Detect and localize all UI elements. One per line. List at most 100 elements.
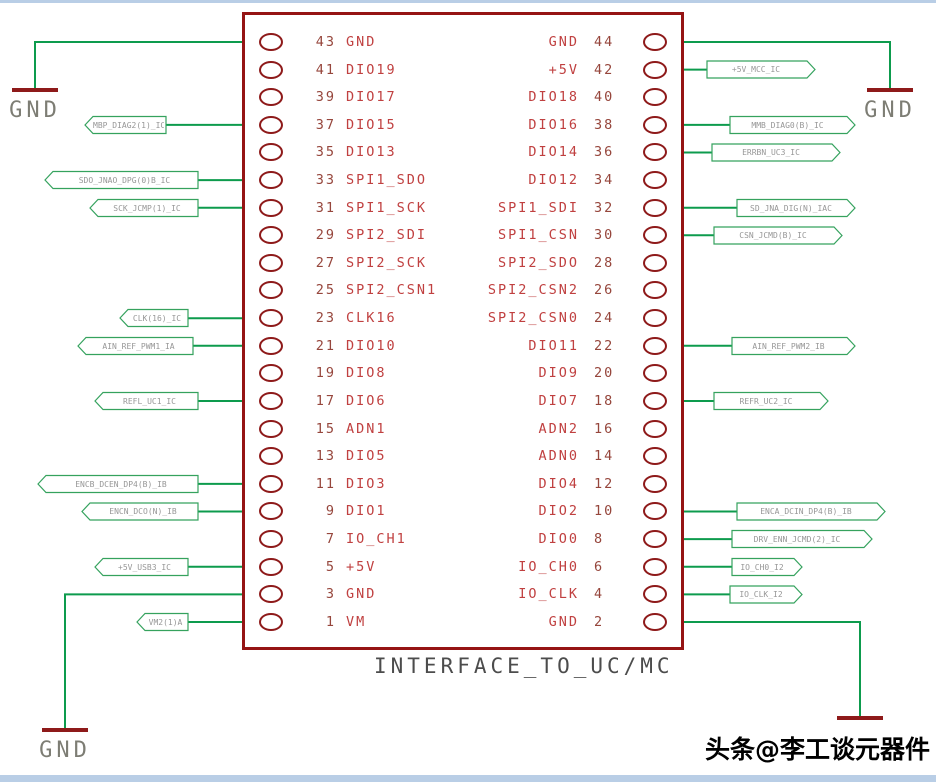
net-flag-shape [729,115,856,135]
net-label-wires-left [166,123,242,623]
net-flag-shape [81,502,199,521]
pin-row: 25 SPI2_CSN1 SPI2_CSN2 26 [242,277,684,305]
net-label: ENCB_DCEN_DP4(B)_IB [75,479,167,489]
pin-number: 9 [325,503,336,520]
pin-row: 29 SPI2_SDI SPI1_CSN 30 [242,221,684,249]
net-flag-shape [37,474,199,494]
pin-label: DIO1 [346,503,387,520]
pin-row: 39 DIO17 DIO18 40 [242,83,684,111]
pin-number: 2 [594,613,605,630]
gnd-label: GND [864,98,916,123]
pin-label: DIO2 [538,503,579,520]
pin-row: 35 DIO13 DIO14 36 [242,139,684,167]
pin-row: 11 DIO3 DIO4 12 [242,470,684,498]
pin-number: 33 [315,172,336,189]
pin-circle [259,60,283,79]
pin-label: DIO16 [528,116,579,133]
pin-number: 15 [315,420,336,437]
net-flag-shape [713,391,829,411]
net-label: MMB_DIAG0(B)_IC [751,120,824,130]
pin-circle [259,419,283,438]
pin-number: 36 [594,144,615,161]
pin-row: 1 VM GND 2 [242,608,684,636]
pin-number: 26 [594,282,615,299]
net-label: +5V_MCC_IC [731,65,781,74]
pin-label: +5V [346,558,377,575]
pin-row: 9 DIO1 DIO2 10 [242,498,684,526]
pin-number: 1 [325,613,336,630]
net-flag-shape [731,557,803,577]
pin-number: 24 [594,310,615,327]
pin-circle [643,336,667,355]
pin-circle [643,32,667,51]
pin-number: 28 [594,254,615,271]
pin-circle [259,281,283,300]
pin-label: SPI2_CSN0 [487,310,579,327]
pin-number: 27 [315,254,336,271]
pin-row: 37 DIO15 DIO16 38 [242,111,684,139]
pin-label: DIO5 [346,448,387,465]
net-flag-shape [94,557,189,577]
net-label: ENCN_DCO(N)_IB [109,507,177,516]
pin-circle [259,612,283,631]
pin-label: DIO6 [346,392,387,409]
net-label: AIN_REF_PWM2_IB [752,341,825,351]
pin-number: 42 [594,61,615,78]
pin-number: 17 [315,392,336,409]
gnd-label: GND [39,738,91,763]
pin-circle [259,585,283,604]
pin-number: 8 [594,530,605,547]
pin-circle [259,474,283,493]
pin-label: DIO12 [528,172,579,189]
pin-circle [259,364,283,383]
pin-circle [643,143,667,162]
net-label: ERRBN_UC3_IC [742,148,800,157]
component-outline [242,12,684,650]
pin-number: 22 [594,337,615,354]
net-flag-shape [89,198,199,218]
pin-number: 29 [315,227,336,244]
pin-label: DIO8 [346,365,387,382]
pin-number: 31 [315,199,336,216]
pin-circle [643,171,667,190]
net-flag-shape [713,226,843,245]
pin-number: 43 [315,33,336,50]
net-label-flags-left [37,115,199,632]
pin-circle [259,143,283,162]
pin-circle [643,612,667,631]
pin-label: GND [548,613,579,630]
pin-circle [643,309,667,328]
pin-label: GND [548,33,579,50]
pin-label: IO_CLK [518,586,579,603]
pin-number: 3 [325,586,336,603]
pin-number: 23 [315,310,336,327]
pin-circle [259,226,283,245]
pin-circle [643,474,667,493]
net-label: +5V_USB3_IC [118,562,171,572]
pin-circle [259,198,283,217]
pin-circle [259,336,283,355]
pin-row: 43 GND GND 44 [242,28,684,56]
pin-number: 4 [594,586,605,603]
pin-circle [643,391,667,410]
pin-label: CLK16 [346,310,397,327]
gnd-label: GND [9,98,61,123]
pin-circle [259,557,283,576]
pin-label: DIO18 [528,89,579,106]
pin-circle [643,419,667,438]
pin-number: 7 [325,530,336,547]
pin-row: 27 SPI2_SCK SPI2_SDO 28 [242,249,684,277]
pin-circle [643,60,667,79]
pin-label: SPI2_CSN1 [346,282,438,299]
pin-label: IO_CH1 [346,530,407,547]
net-label-flags-right [706,60,886,604]
net-flag-shape [44,170,199,190]
pin-circle [643,115,667,134]
pin-circle [259,88,283,107]
net-label: SD_JNA_DIG(N)_IAC [750,203,832,213]
net-flag-shape [729,585,803,604]
pin-label: DIO11 [528,337,579,354]
pin-row: 17 DIO6 DIO7 18 [242,387,684,415]
